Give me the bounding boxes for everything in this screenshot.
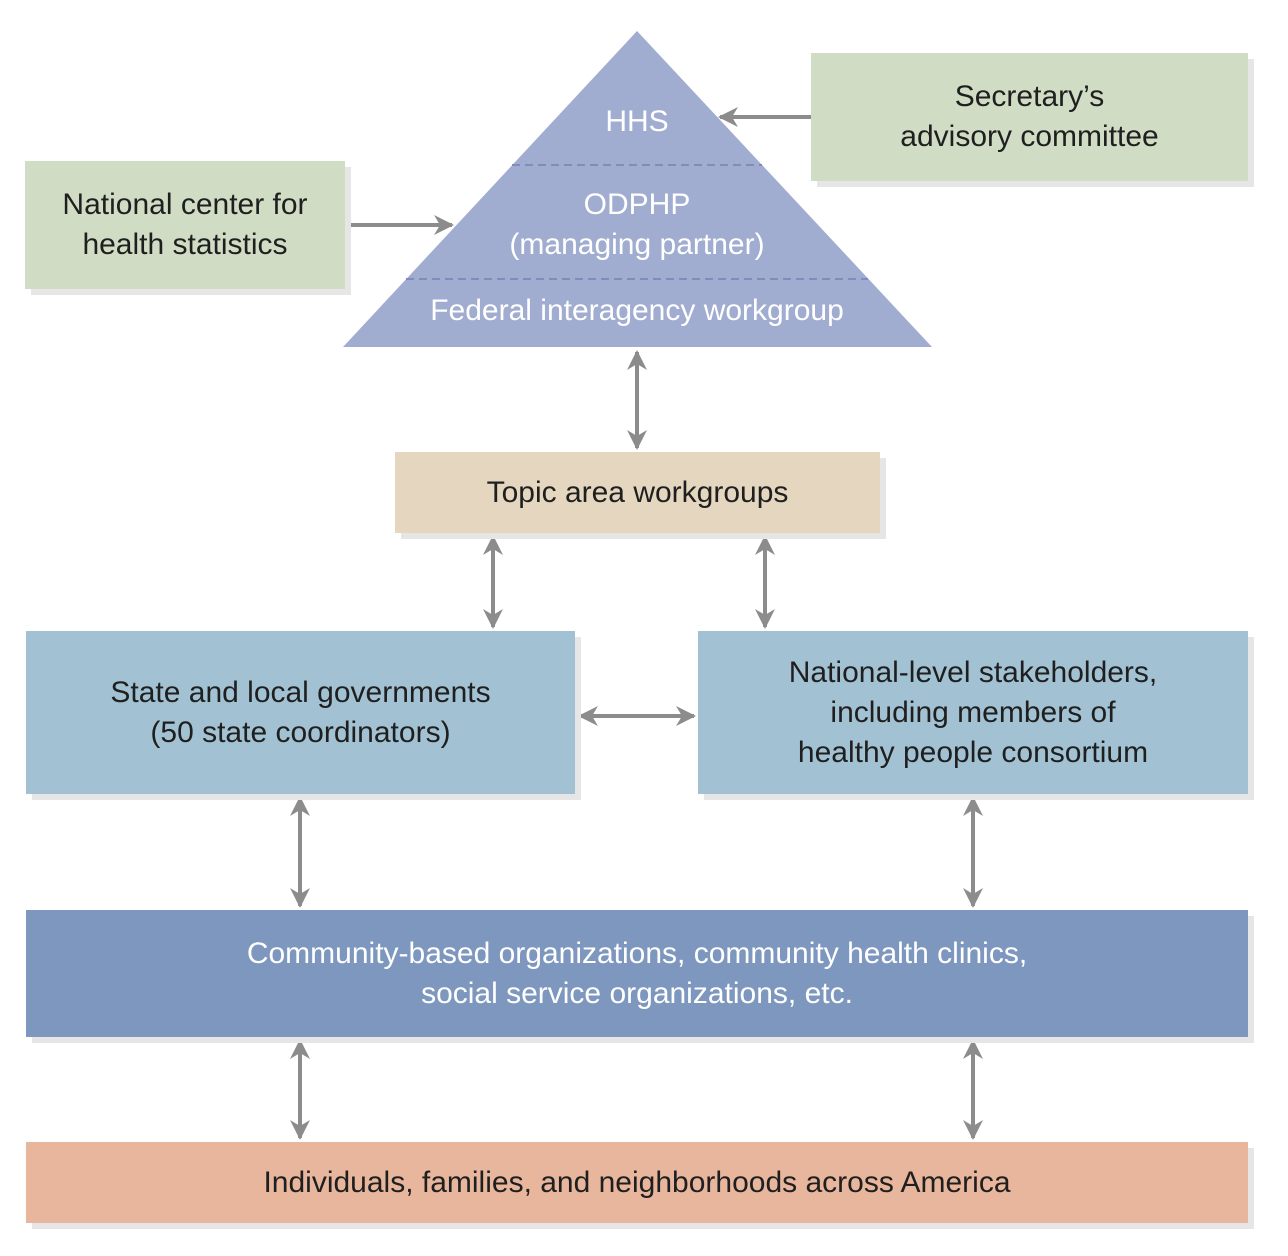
national-stakeholders-label: National-level stakeholders, including m…	[788, 655, 1158, 769]
individuals-families-label: Individuals, families, and neighborhoods…	[263, 1165, 1011, 1199]
secretary-advisory-committee-label: Secretary’s advisory committee	[900, 80, 1159, 153]
individuals-families-box: Individuals, families, and neighborhoods…	[26, 1142, 1248, 1223]
pyramid-shape	[343, 31, 932, 347]
community-organizations-label: Community-based organizations, community…	[246, 936, 1028, 1010]
national-center-health-statistics-label: National center for health statistics	[62, 188, 308, 261]
hhs-label: HHS	[605, 105, 669, 138]
secretary-advisory-committee-box: Secretary’s advisory committee	[811, 53, 1248, 181]
federal-interagency-label: Federal interagency workgroup	[430, 294, 844, 327]
state-local-governments-label: State and local governments (50 state co…	[110, 675, 491, 749]
state-local-governments-box: State and local governments (50 state co…	[26, 631, 575, 794]
topic-area-workgroups-label: Topic area workgroups	[486, 475, 789, 509]
odphp-label: ODPHP (managing partner)	[509, 188, 765, 261]
topic-area-workgroups-box: Topic area workgroups	[395, 452, 880, 533]
national-stakeholders-box: National-level stakeholders, including m…	[698, 631, 1248, 794]
community-organizations-box: Community-based organizations, community…	[26, 910, 1248, 1037]
national-center-health-statistics-box: National center for health statistics	[25, 161, 345, 289]
